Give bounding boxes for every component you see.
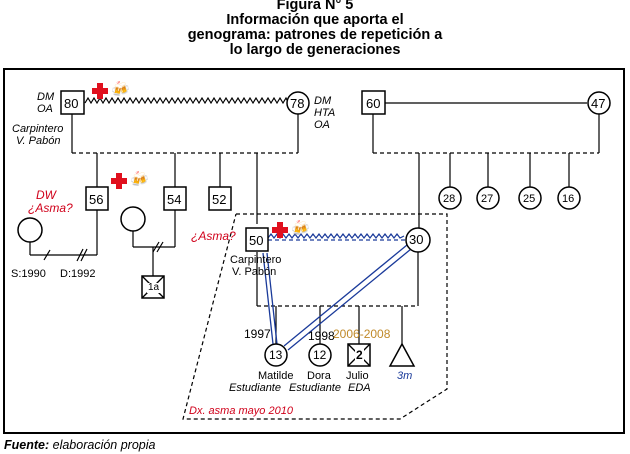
figure-title-line-1: Información que aporta el [226, 12, 404, 28]
julio-age: 2 [355, 348, 364, 362]
julio-name: Julio [346, 370, 369, 382]
father-box [245, 227, 269, 252]
grandfather-dx-2: OA [37, 103, 53, 115]
household-boundary [182, 213, 448, 420]
source-note: Fuente: elaboración propia [4, 438, 155, 452]
aunt-25-circle [518, 186, 542, 210]
dora-role: Estudiante [289, 382, 341, 394]
father-note: ¿Asma? [191, 229, 236, 243]
grandmother-dx-1: DM [314, 95, 332, 107]
grandfather-maternal-age: 60 [366, 96, 381, 111]
father-occupation: Carpintero [230, 254, 282, 266]
grandmother-dx-2: HTA [314, 107, 336, 119]
maternal-sibling-2-age: 27 [481, 193, 494, 205]
grandparents-zigzag-line [84, 96, 289, 105]
figure-number: Figura N° 5 [276, 0, 354, 13]
dora-name: Dora [307, 370, 331, 382]
matilde-role: Estudiante [229, 382, 281, 394]
separation-date: S:1990 [11, 268, 46, 280]
uncle-52-box [208, 186, 232, 211]
mother-circle [405, 227, 431, 253]
grandfather-paternal-age: 80 [64, 96, 79, 111]
pregnancy-label: 3m [397, 370, 413, 382]
uncle-54-age: 54 [167, 192, 182, 207]
source-text: elaboración propia [52, 438, 156, 452]
matilde-circle [264, 343, 288, 367]
matilde-name: Matilde [258, 370, 294, 382]
uncle-56-note-2: ¿Asma? [28, 201, 73, 215]
grandfather-paternal-box [60, 90, 85, 115]
aunt-16-circle [557, 186, 581, 210]
matilde-year: 1997 [244, 327, 271, 341]
julio-role: EDA [348, 382, 371, 394]
child-1a-age: 1a [147, 282, 161, 293]
father-matilde-bond [262, 252, 274, 345]
uncle-56-age: 56 [89, 192, 104, 207]
grandfather-name: V. Pabón [16, 135, 61, 147]
grandfather-maternal-box [361, 90, 386, 115]
uncle-56-box [85, 186, 109, 211]
aunt-28-circle [438, 186, 462, 210]
beer-mugs-icon: 🍻 [130, 171, 149, 188]
ex-wife-56-circle [17, 217, 43, 243]
genogram-frame [3, 68, 625, 434]
maternal-sibling-3-age: 25 [523, 193, 536, 205]
wife-54-circle [120, 206, 146, 232]
mother-matilde-bond [283, 244, 408, 347]
source-label: Fuente: [4, 438, 50, 452]
household-asthma-note: Dx. asma mayo 2010 [189, 405, 293, 417]
grandmother-maternal-age: 47 [591, 96, 606, 111]
father-age: 50 [249, 233, 264, 248]
grandmother-dx-3: OA [314, 119, 330, 131]
grandfather-dx-1: DM [37, 91, 55, 103]
dora-age: 12 [313, 348, 327, 362]
father-name: V. Pabón [232, 266, 277, 278]
grandfather-occupation: Carpintero [12, 123, 64, 135]
dora-circle [308, 343, 332, 367]
red-cross-icon [111, 173, 127, 189]
maternal-sibling-4-age: 16 [562, 193, 575, 205]
red-cross-icon [272, 222, 288, 238]
uncle-52-age: 52 [212, 192, 227, 207]
uncle-54-box [163, 186, 187, 211]
maternal-sibling-1-age: 28 [443, 193, 456, 205]
divorce-date: D:1992 [60, 268, 96, 280]
grandmother-paternal-circle [286, 91, 310, 115]
beer-mugs-icon: 🍻 [291, 220, 310, 237]
grandmother-paternal-age: 78 [290, 96, 305, 111]
parents-conflict-line [267, 233, 405, 239]
pregnancy-triangle [388, 342, 416, 367]
red-cross-icon [92, 83, 108, 99]
julio-years: 2006-2008 [333, 327, 391, 341]
beer-mugs-icon: 🍻 [111, 81, 130, 98]
matilde-age: 13 [269, 348, 283, 362]
mother-age: 30 [409, 232, 424, 247]
grandmother-maternal-circle [587, 91, 611, 115]
dora-year: 1998 [308, 329, 335, 343]
uncle-56-note-1: DW [36, 188, 56, 202]
figure-title-line-2: genograma: patrones de repetición a [187, 27, 443, 43]
aunt-27-circle [476, 186, 500, 210]
figure-title-line-3: lo largo de generaciones [229, 42, 401, 58]
